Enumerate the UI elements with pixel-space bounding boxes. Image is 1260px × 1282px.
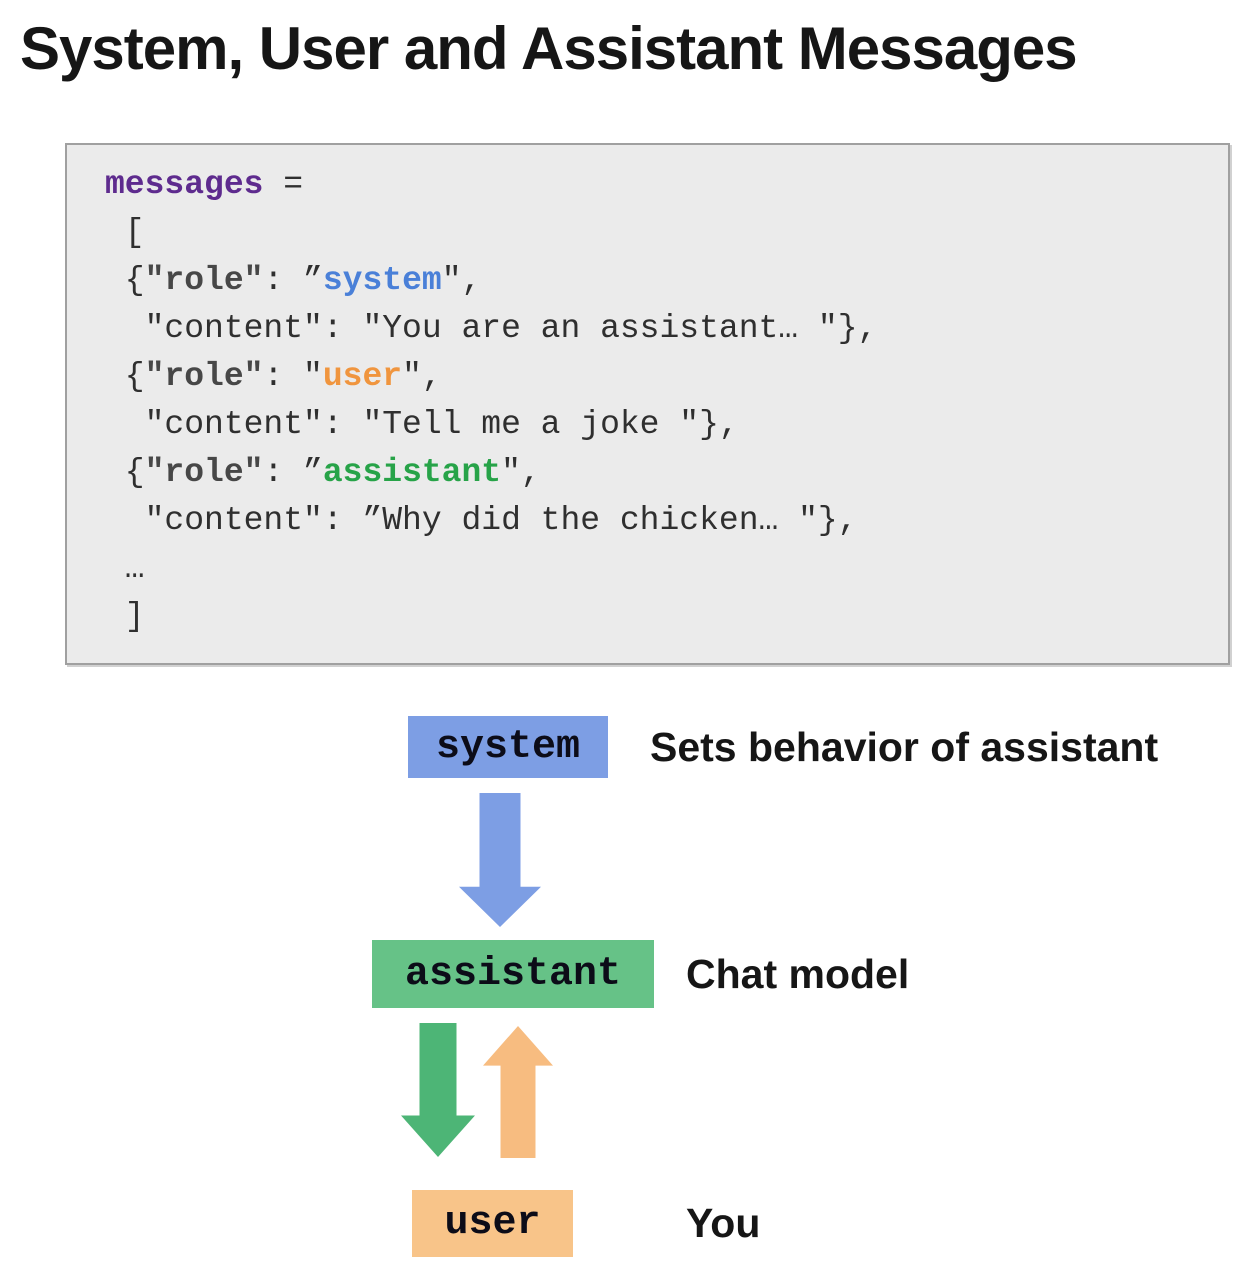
code-line: {"role": ”assistant",: [105, 449, 1228, 497]
code-segment: {: [105, 454, 145, 491]
code-line: ]: [105, 593, 1228, 641]
system-node: system: [408, 716, 608, 778]
code-segment: {: [105, 262, 145, 299]
code-segment: …: [105, 550, 145, 587]
code-line: messages =: [105, 161, 1228, 209]
code-line: …: [105, 545, 1228, 593]
code-line: "content": "You are an assistant… "},: [105, 305, 1228, 353]
code-segment: ",: [402, 358, 442, 395]
code-segment: ",: [501, 454, 541, 491]
code-line: {"role": ”system",: [105, 257, 1228, 305]
code-segment: "role": [144, 262, 264, 299]
code-segment: : ": [263, 358, 323, 395]
code-line: {"role": "user",: [105, 353, 1228, 401]
code-segment: "content": ”Why did the chicken… "},: [105, 502, 858, 539]
code-line: [: [105, 209, 1228, 257]
code-segment: "role": [144, 454, 264, 491]
code-segment: user: [322, 358, 403, 395]
code-line: "content": "Tell me a joke "},: [105, 401, 1228, 449]
arrow-user-to-assistant-icon: [483, 1026, 553, 1158]
code-segment: {: [105, 358, 145, 395]
code-segment: "role": [144, 358, 264, 395]
arrow-assistant-to-user-icon: [401, 1023, 475, 1157]
code-segment: "content": "Tell me a joke "},: [105, 406, 739, 443]
code-segment: system: [322, 262, 442, 299]
code-segment: ",: [441, 262, 482, 299]
code-line: "content": ”Why did the chicken… "},: [105, 497, 1228, 545]
page-title: System, User and Assistant Messages: [20, 15, 1078, 82]
system-node-label: system: [435, 724, 581, 770]
user-caption: You: [686, 1200, 761, 1246]
system-caption: Sets behavior of assistant: [650, 723, 1159, 770]
code-block: messages = [ {"role": ”system", "content…: [65, 143, 1230, 665]
code-segment: ]: [105, 598, 145, 635]
code-segment: [: [105, 214, 145, 251]
code-segment: assistant: [322, 454, 502, 491]
arrow-system-to-assistant-icon: [459, 793, 541, 927]
code-segment: : ”: [263, 262, 323, 299]
code-segment: =: [263, 166, 304, 203]
code-segment: messages: [105, 166, 264, 203]
user-node: user: [412, 1190, 573, 1257]
assistant-node: assistant: [372, 940, 654, 1008]
user-node-label: user: [444, 1201, 541, 1246]
assistant-node-label: assistant: [404, 951, 622, 997]
assistant-caption: Chat model: [686, 950, 910, 997]
code-segment: "content": "You are an assistant… "},: [105, 310, 878, 347]
code-segment: : ”: [263, 454, 323, 491]
